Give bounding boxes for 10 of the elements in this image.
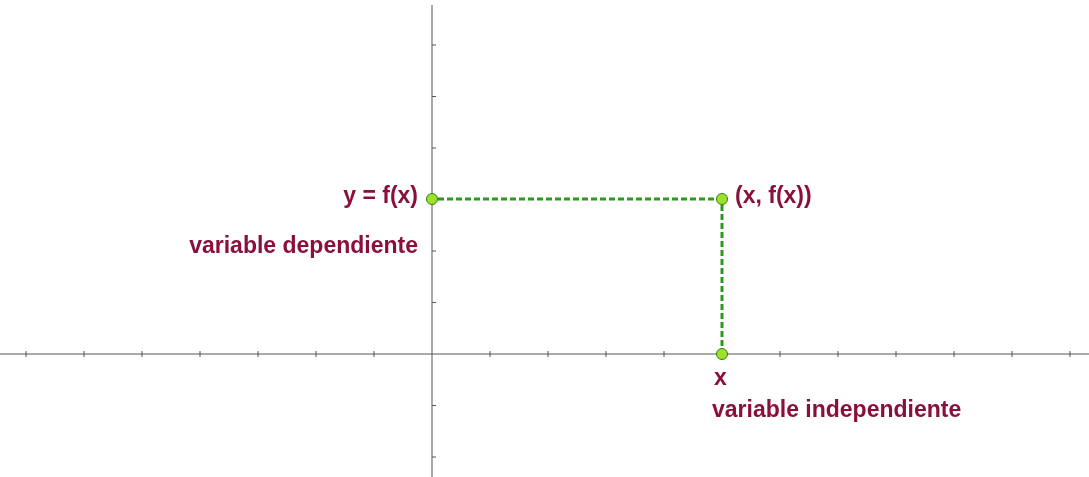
point-marker bbox=[716, 348, 728, 360]
point-marker bbox=[716, 193, 728, 205]
dashed-line bbox=[720, 205, 724, 348]
point-label: variable dependiente bbox=[189, 232, 418, 258]
dashed-line bbox=[438, 197, 716, 201]
point-label: x bbox=[714, 364, 727, 390]
point-marker bbox=[426, 193, 438, 205]
point-label: variable independiente bbox=[712, 396, 962, 422]
point-label: (x, f(x)) bbox=[735, 182, 812, 208]
point-label: y = f(x) bbox=[343, 182, 418, 208]
